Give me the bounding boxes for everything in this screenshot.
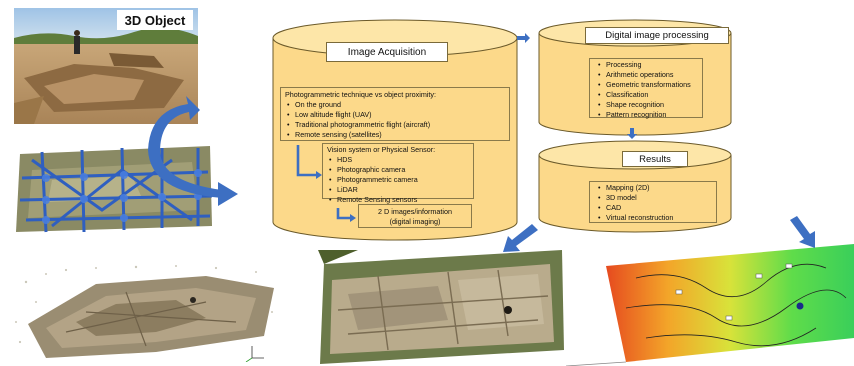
connector-to-sensors — [296, 145, 316, 177]
image-acquisition-title: Image Acquisition — [326, 42, 448, 62]
results-title: Results — [622, 151, 688, 167]
results-item: Virtual reconstruction — [598, 213, 712, 223]
connector-to-output — [336, 208, 350, 220]
technique-item: Remote sensing (satellites) — [287, 130, 505, 140]
processing-list: Processing Arithmetic operations Geometr… — [596, 60, 698, 120]
sensor-item: HDS — [329, 155, 469, 165]
results-item: Mapping (2D) — [598, 183, 712, 193]
technique-list: On the ground Low altitude flight (UAV) … — [285, 100, 505, 140]
arrow-to-orthophoto-icon — [503, 224, 538, 252]
elevation-map-image — [566, 238, 854, 366]
processing-item: Arithmetic operations — [598, 70, 698, 80]
photo-label: 3D Object — [117, 10, 193, 30]
results-box: Mapping (2D) 3D model CAD Virtual recons… — [589, 181, 717, 223]
orthophoto-image — [318, 250, 566, 364]
sensor-list: HDS Photographic camera Photogrammetric … — [327, 155, 469, 205]
processing-item: Shape recognition — [598, 100, 698, 110]
output-line-2: (digital imaging) — [389, 216, 441, 226]
results-item: 3D model — [598, 193, 712, 203]
processing-box: Processing Arithmetic operations Geometr… — [589, 58, 703, 120]
sensor-heading: Vision system or Physical Sensor: — [327, 145, 436, 154]
technique-item: Low altitude flight (UAV) — [287, 110, 505, 120]
processing-item: Pattern recognition — [598, 110, 698, 120]
processing-item: Processing — [598, 60, 698, 70]
sensor-item: Photogrammetric camera — [329, 175, 469, 185]
excavation-photo: 3D Object — [14, 8, 198, 124]
sensor-box: Vision system or Physical Sensor: HDS Ph… — [322, 143, 474, 205]
curved-arrow-icon — [148, 96, 238, 206]
output-box: 2 D images/information (digital imaging) — [358, 204, 472, 228]
processing-item: Classification — [598, 90, 698, 100]
processing-item: Geometric transformations — [598, 80, 698, 90]
sensor-item: Remote Sensing sensors — [329, 195, 469, 205]
technique-box: Photogrammetric technique vs object prox… — [280, 87, 510, 141]
sensor-item: LiDAR — [329, 185, 469, 195]
sensor-item: Photographic camera — [329, 165, 469, 175]
point-cloud-image — [6, 262, 282, 362]
output-line-1: 2 D images/information — [378, 207, 452, 216]
technique-item: On the ground — [287, 100, 505, 110]
digital-processing-title: Digital image processing — [585, 27, 729, 44]
technique-item: Traditional photogrammetric flight (airc… — [287, 120, 505, 130]
arrow-to-processing-icon — [517, 33, 530, 43]
results-item: CAD — [598, 203, 712, 213]
arrow-to-results-icon — [627, 128, 637, 139]
technique-heading: Photogrammetric technique vs object prox… — [285, 90, 437, 99]
results-list: Mapping (2D) 3D model CAD Virtual recons… — [596, 183, 712, 223]
arrow-to-map-icon — [790, 216, 815, 248]
